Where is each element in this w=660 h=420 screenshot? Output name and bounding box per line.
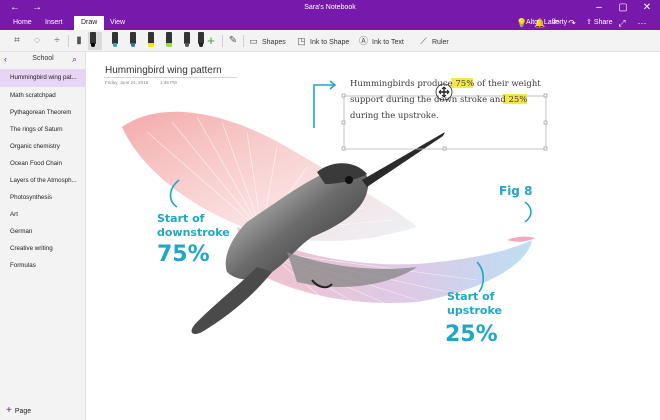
ink-replay-icon[interactable]: ✎ — [228, 35, 238, 46]
upstroke-percent[interactable]: 25% — [445, 322, 498, 347]
insert-space-icon[interactable]: ÷ — [54, 35, 60, 46]
page-item-creative-writing[interactable]: Creative writing — [10, 245, 53, 252]
fig-hook — [524, 201, 532, 223]
move-cursor-icon — [435, 83, 453, 101]
drawing-layer — [122, 78, 548, 334]
teal-pen[interactable] — [110, 32, 120, 50]
page-item-atmosphere[interactable]: Layers of the Atmosph... — [10, 177, 77, 184]
green-highlighter[interactable] — [164, 32, 174, 50]
ink-to-text-label: Ink to Text — [372, 39, 404, 46]
add-pen-icon[interactable]: + — [207, 33, 215, 48]
toolbar-divider — [68, 35, 69, 47]
page-item-art[interactable]: Art — [10, 211, 18, 218]
bell-icon[interactable]: 🔔 — [534, 18, 546, 28]
dark-pen[interactable] — [196, 32, 206, 50]
downstroke-percent[interactable]: 75% — [157, 242, 210, 267]
back-arrow-icon[interactable]: ← — [10, 2, 20, 13]
arrow-line — [313, 84, 334, 128]
arrow-head — [329, 80, 337, 90]
ruler-label: Ruler — [432, 39, 449, 46]
draw-toolbar: ⌗ ◌ ÷ ▮ + ✎ ▭ Shapes ◳ Ink to Shape Ⓐ Ink t… — [0, 30, 660, 52]
gray-pen[interactable] — [182, 32, 192, 50]
tab-view[interactable]: View — [110, 19, 126, 26]
upstroke-hook — [476, 261, 485, 293]
ink-to-shape-label: Ink to Shape — [310, 39, 350, 46]
ink-to-text-button[interactable]: Ⓐ Ink to Text — [358, 34, 404, 48]
window-title: Sara's Notebook — [304, 4, 356, 11]
ruler-button[interactable]: ⟋ Ruler — [418, 34, 449, 48]
figure-label[interactable]: Fig 8 — [499, 184, 533, 198]
page-date: Friday, June 24, 2016 — [105, 80, 149, 85]
search-icon[interactable]: ⌕ — [72, 54, 78, 64]
title-bar: ← → Sara's Notebook – ▢ ✕ — [0, 0, 660, 16]
page-item-organic[interactable]: Organic chemistry — [10, 143, 60, 150]
shapes-button[interactable]: ▭ Shapes — [248, 34, 286, 48]
blue-pen[interactable] — [128, 32, 138, 50]
page-list-sidebar: ‹ School ⌕ Hummingbird wing pat... Math … — [0, 52, 86, 420]
toolbar-divider — [222, 35, 223, 47]
add-page-button[interactable]: +Page — [0, 402, 86, 420]
page-item-pythagorean[interactable]: Pythagorean Theorem — [10, 109, 72, 116]
chevron-left-icon[interactable]: ‹ — [4, 54, 7, 64]
page-title[interactable]: Hummingbird wing pattern — [105, 65, 222, 76]
page-item-formulas[interactable]: Formulas — [10, 262, 36, 269]
page-canvas[interactable]: Hummingbird wing pattern Friday, June 24… — [87, 52, 660, 420]
tail-highlight — [507, 236, 535, 242]
page-item-photosynthesis[interactable]: Photosynthesis — [10, 194, 52, 201]
eraser-icon[interactable]: ▮ — [76, 35, 82, 46]
lightbulb-icon[interactable]: 💡 — [516, 18, 528, 28]
redo-icon[interactable]: ↷ — [568, 18, 576, 28]
page-item-ocean[interactable]: Ocean Food Chain — [10, 160, 62, 167]
downstroke-label-1[interactable]: Start of — [157, 212, 205, 225]
ribbon-tabs: Home Insert Draw View Alton Lafferty 💡 🔔… — [0, 16, 660, 30]
shapes-label: Shapes — [262, 39, 286, 46]
tab-home[interactable]: Home — [13, 19, 32, 26]
ink-note-line-1[interactable]: Hummingbirds produce 75% of their weight — [350, 79, 541, 89]
highlight-75 — [451, 78, 473, 88]
page-item-saturn[interactable]: The rings of Saturn — [10, 126, 63, 133]
page-item-german[interactable]: German — [10, 228, 33, 235]
downstroke-label-2[interactable]: downstroke — [157, 226, 230, 239]
close-icon[interactable]: ✕ — [642, 2, 652, 13]
page-item-math[interactable]: Math scratchpad — [10, 92, 56, 99]
highlight-25 — [503, 94, 527, 104]
black-pen[interactable] — [88, 32, 102, 50]
share-label: Share — [593, 19, 613, 26]
ink-to-shape-button[interactable]: ◳ Ink to Shape — [296, 34, 349, 48]
ink-note-line-3[interactable]: during the upstroke. — [350, 111, 439, 121]
plus-icon: + — [6, 405, 12, 416]
ruler-icon: ⟋ — [420, 36, 427, 46]
upstroke-label-2[interactable]: upstroke — [447, 304, 502, 317]
tab-draw[interactable]: Draw — [74, 16, 105, 30]
downstroke-hook — [169, 179, 180, 208]
forward-arrow-icon[interactable]: → — [32, 2, 42, 13]
maximize-icon[interactable]: ▢ — [618, 2, 628, 13]
hummingbird-photo — [191, 132, 445, 334]
toolbar-divider — [243, 35, 244, 47]
add-page-label: Page — [14, 408, 32, 415]
lasso-select-icon[interactable]: ⌗ — [14, 35, 20, 46]
ink-to-text-icon: Ⓐ — [358, 36, 368, 46]
undo-icon[interactable]: ↶ — [552, 18, 560, 28]
yellow-highlighter[interactable] — [146, 32, 156, 50]
page-time: 1:48 PM — [160, 80, 177, 85]
title-underline — [104, 77, 237, 78]
upstroke-label-1[interactable]: Start of — [447, 290, 495, 303]
tab-insert[interactable]: Insert — [45, 19, 63, 26]
fullscreen-icon[interactable]: ⤢ — [618, 18, 626, 28]
minimize-icon[interactable]: – — [596, 2, 602, 13]
ink-note-line-2[interactable]: support during the down stroke and 25% — [350, 95, 528, 105]
ink-to-shape-icon: ◳ — [297, 36, 306, 46]
shapes-icon: ▭ — [249, 36, 258, 46]
page-item-hummingbird[interactable]: Hummingbird wing pat... — [0, 69, 86, 87]
lasso-icon[interactable]: ◌ — [34, 35, 40, 46]
more-icon[interactable]: ⋯ — [637, 18, 647, 28]
section-name[interactable]: School — [32, 55, 54, 62]
share-button[interactable]: ⇪ Share — [586, 19, 613, 26]
section-header: ‹ School ⌕ — [0, 52, 86, 66]
user-name[interactable]: Alton Lafferty — [526, 19, 568, 26]
